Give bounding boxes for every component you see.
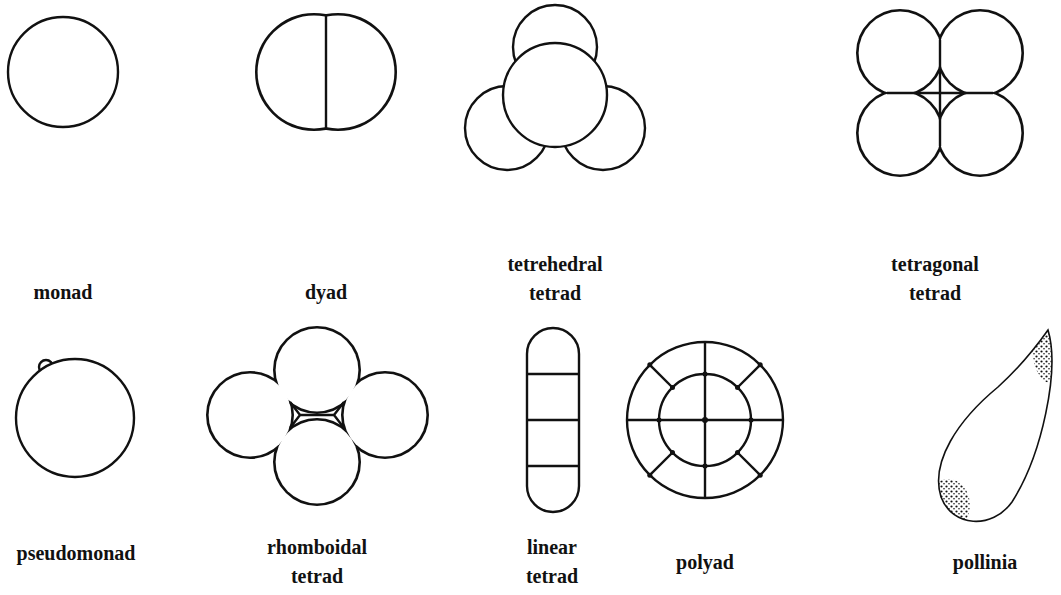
tetragonal-tetrad bbox=[858, 11, 1022, 175]
shape-label: monad bbox=[34, 278, 93, 307]
shape-label: tetrehedral tetrad bbox=[507, 250, 602, 308]
shape-label: rhomboidal tetrad bbox=[267, 533, 367, 591]
polyad bbox=[627, 342, 783, 498]
shape-label: linear tetrad bbox=[526, 533, 578, 591]
rhomboidal-tetrad bbox=[208, 328, 427, 504]
pollinium bbox=[926, 307, 1061, 531]
monad-grain bbox=[8, 17, 118, 127]
shape-label: tetragonal tetrad bbox=[891, 250, 979, 308]
pseudomonad-grain bbox=[16, 359, 134, 477]
shape-label: dyad bbox=[305, 278, 347, 307]
linear-tetrad bbox=[527, 328, 579, 512]
shape-label: pseudomonad bbox=[17, 539, 136, 568]
tetrahedral-tetrad bbox=[465, 5, 645, 170]
shape-label: pollinia bbox=[953, 548, 1017, 577]
dyad-grain bbox=[257, 15, 395, 129]
shape-label: polyad bbox=[676, 548, 734, 577]
